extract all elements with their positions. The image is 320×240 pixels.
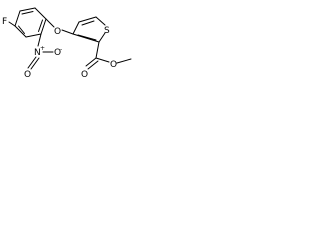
bond-thiophene-c3-c4 xyxy=(72,21,80,35)
bond-benzene-c4-c5 xyxy=(25,33,42,38)
fluorine-atom: F xyxy=(2,17,7,27)
bond-thiophene-s-c2 xyxy=(98,32,106,43)
bond-benzene-nitro-n xyxy=(37,33,42,47)
bond-thiophene-c4-c5 xyxy=(78,16,97,23)
ether-oxygen-atom: O xyxy=(54,27,61,37)
bond-thiophene-c2-c3 xyxy=(72,33,100,43)
bond-ester-o-methyl xyxy=(116,58,132,64)
bond-thiophene-c5-s xyxy=(95,16,106,26)
thiophene-ring xyxy=(72,16,106,43)
bond-benzene-ether-o xyxy=(45,18,55,28)
bond-thiophene-inner-2 xyxy=(77,34,97,41)
bond-benzene-inner-2 xyxy=(38,19,43,32)
bond-nitro-n-o-double-a xyxy=(27,56,37,69)
bond-benzene-c1-c2 xyxy=(19,7,36,12)
sulfur-atom: S xyxy=(104,26,110,36)
bond-c-f xyxy=(8,21,16,27)
nitro-oxygen-double-atom: O xyxy=(24,70,31,80)
nitro-nitrogen-atom: N xyxy=(34,48,41,58)
bond-carbonyl-c-ester-o xyxy=(95,57,110,63)
bond-thiophene-carbonyl-c xyxy=(95,41,100,59)
bond-ether-o-thiophene xyxy=(61,29,74,35)
bond-carbonyl-c-o-a xyxy=(85,57,97,67)
bond-benzene-c3-c4 xyxy=(40,18,47,35)
bond-nitro-n-o-double-b xyxy=(30,57,40,70)
nitro-negative-charge: - xyxy=(60,46,62,53)
bond-benzene-c6-c1 xyxy=(14,10,21,27)
chemical-structure-diagram: F O N + O - O S O O xyxy=(2,7,132,80)
bond-benzene-inner-1 xyxy=(21,11,34,15)
bond-thiophene-inner-1 xyxy=(81,20,95,26)
carbonyl-oxygen-atom: O xyxy=(81,70,88,80)
bond-benzene-inner-3 xyxy=(18,25,25,34)
bond-benzene-c5-c6 xyxy=(14,25,27,38)
bond-benzene-c2-c3 xyxy=(34,7,47,20)
nitro-oxygen-single-atom: O xyxy=(54,48,61,58)
ester-oxygen-atom: O xyxy=(110,60,117,70)
nitro-positive-charge: + xyxy=(40,45,45,52)
benzene-ring xyxy=(14,7,47,38)
bond-carbonyl-c-o-b xyxy=(87,60,99,70)
